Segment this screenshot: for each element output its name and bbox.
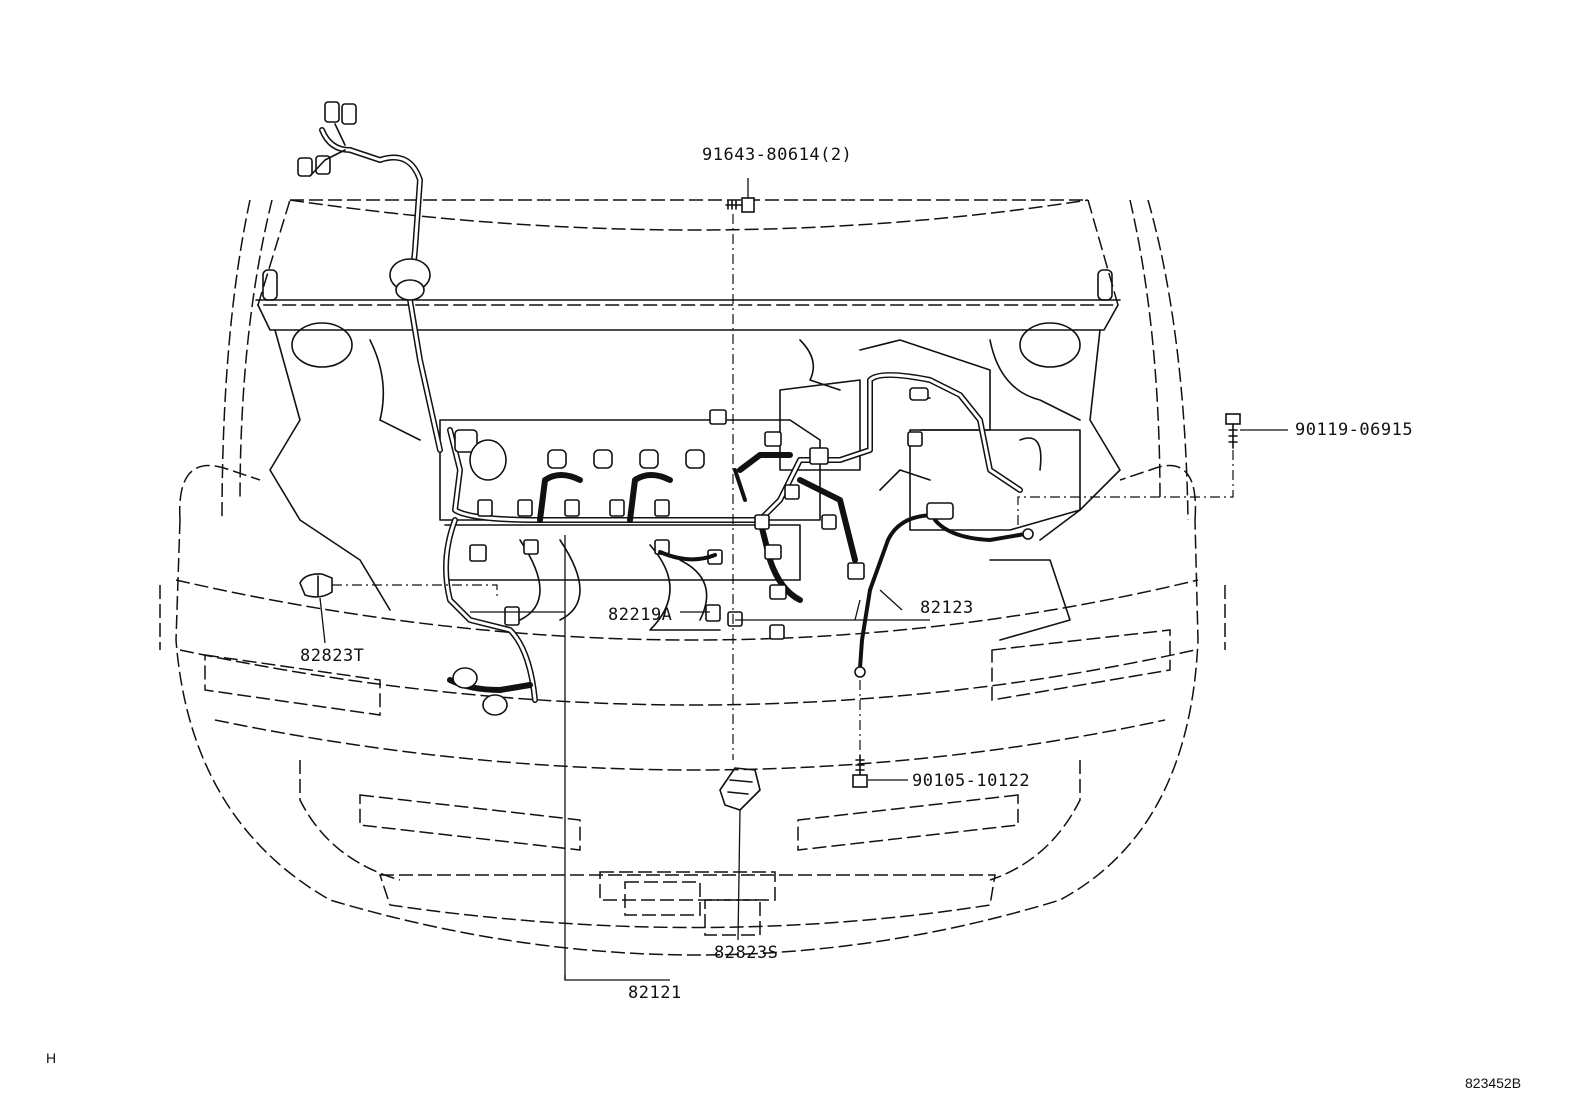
vehicle-body (159, 199, 1226, 956)
clamp-82823T (299, 573, 333, 598)
corner-mark: H (46, 1050, 57, 1066)
hood-harness (297, 101, 443, 453)
bolt-90105 (852, 754, 868, 788)
figure-code: 823452B (1465, 1075, 1522, 1091)
battery-cable (854, 502, 1034, 678)
clamp-82823S (719, 767, 761, 811)
label-91643-80614: 91643-80614(2) (702, 145, 853, 165)
bolt-90119 (1225, 413, 1241, 449)
bolt-91643 (725, 197, 755, 213)
label-82219A: 82219A (608, 605, 673, 625)
label-82121: 82121 (628, 983, 682, 1003)
label-82823T: 82823T (300, 646, 365, 666)
engine-harness (443, 372, 1042, 716)
label-82823S: 82823S (714, 943, 779, 963)
leader-lines (319, 178, 1288, 981)
engine-bay (269, 322, 1121, 641)
hood (255, 199, 1121, 331)
label-90119-06915: 90119-06915 (1295, 420, 1414, 440)
label-82123: 82123 (920, 598, 974, 618)
label-90105-10122: 90105-10122 (912, 771, 1031, 791)
